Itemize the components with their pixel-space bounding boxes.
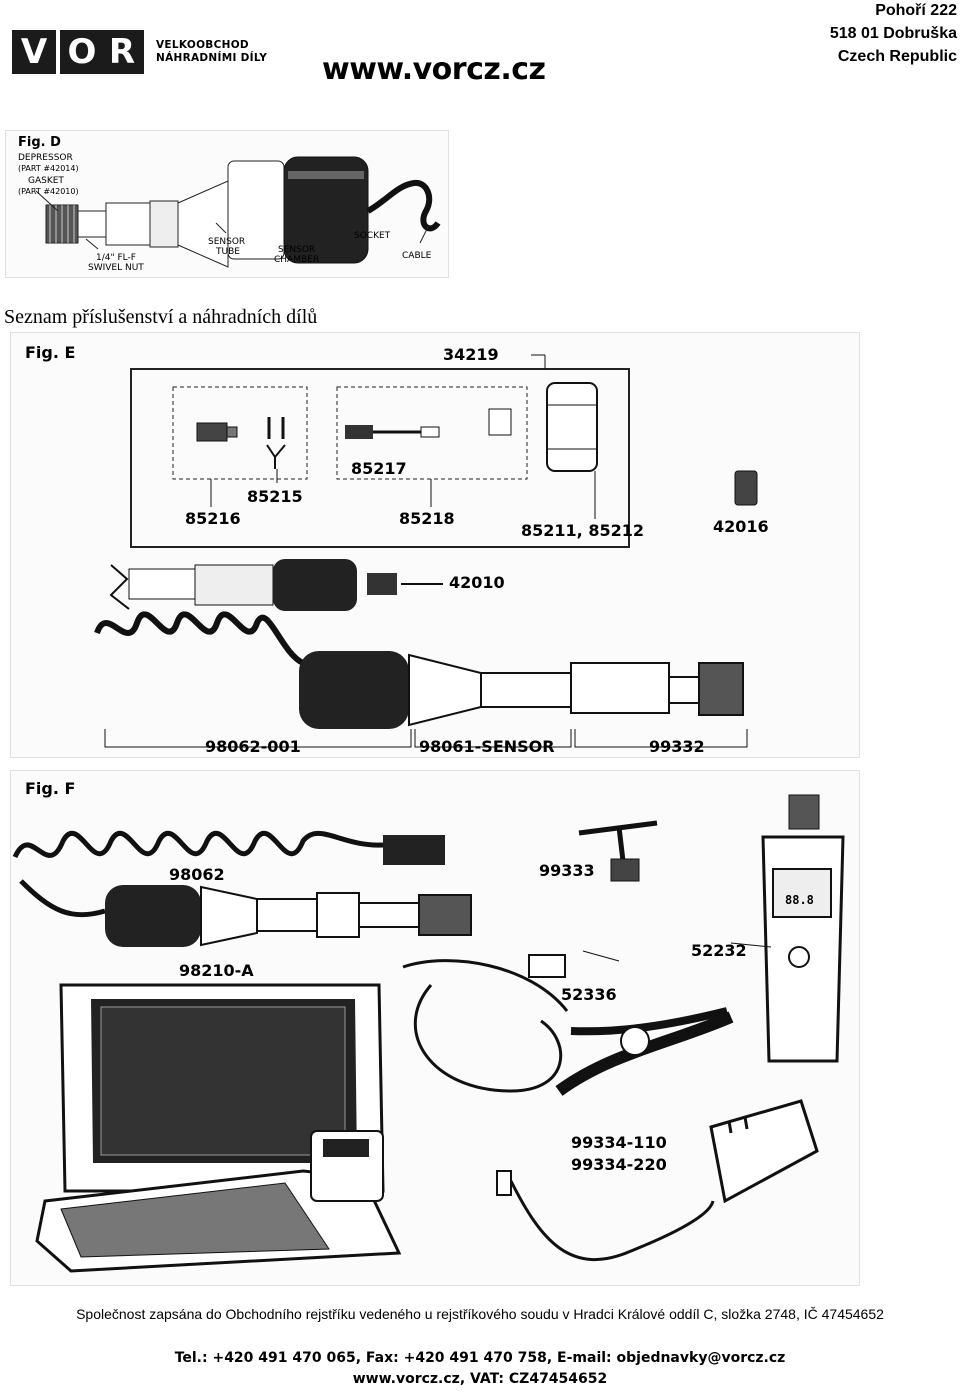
label-swivel-2: SWIVEL NUT <box>88 263 144 273</box>
fig-f-label: Fig. F <box>25 779 76 798</box>
part-52232: 52232 <box>691 941 747 960</box>
part-98210-a: 98210-A <box>179 961 254 980</box>
footer-web-vat: www.vorcz.cz, VAT: CZ47454652 <box>352 1371 608 1387</box>
fig-e-parts-drawing <box>94 354 758 748</box>
part-99334-220: 99334-220 <box>571 1155 667 1174</box>
label-swivel-1: 1/4" FL-F <box>96 253 136 263</box>
label-depressor: DEPRESSOR <box>18 153 73 163</box>
label-sensor-tube-1: SENSOR <box>208 237 246 247</box>
label-socket: SOCKET <box>354 231 391 241</box>
label-depressor-part: (PART #42014) <box>18 164 79 173</box>
fig-f-panel: Fig. F 98062 99333 98210-A 52232 52336 9… <box>10 770 860 1286</box>
part-98062: 98062 <box>169 865 225 884</box>
label-gasket-part: (PART #42010) <box>18 187 79 196</box>
part-99332: 99332 <box>649 737 705 756</box>
fig-f-parts-drawing <box>12 794 845 1273</box>
part-99334-110: 99334-110 <box>571 1133 667 1152</box>
part-42016: 42016 <box>713 517 769 536</box>
label-cable: CABLE <box>402 251 432 261</box>
logo-letter-r: R <box>100 30 144 74</box>
logo-tagline-2: NÁHRADNÍMI DÍLY <box>156 52 268 64</box>
part-85216: 85216 <box>185 509 241 528</box>
part-52336: 52336 <box>561 985 617 1004</box>
fig-d-panel: Fig. D DEPRESSOR (PART #42014) GASKET (P… <box>5 130 449 278</box>
logo-letter-v: V <box>12 30 56 74</box>
logo-tagline-1: VELKOOBCHOD <box>156 39 249 51</box>
label-sensor-tube-2: TUBE <box>216 247 240 257</box>
address-street: Pohoří 222 <box>875 2 957 19</box>
footer-contact: Tel.: +420 491 470 065, Fax: +420 491 47… <box>174 1350 786 1366</box>
part-85217: 85217 <box>351 459 407 478</box>
fig-e-panel: Fig. E 34219 85216 85215 85217 85218 852… <box>10 332 860 758</box>
fig-d-label: Fig. D <box>18 135 61 150</box>
meter-display: 88.8 <box>785 893 814 907</box>
label-sensor-chamber-1: SENSOR <box>278 245 316 255</box>
part-98061-sensor: 98061-SENSOR <box>419 737 555 756</box>
part-85211-85212: 85211, 85212 <box>521 521 644 540</box>
logo-letter-o: O <box>60 30 104 74</box>
footer-registration: Společnost zapsána do Obchodního rejstří… <box>76 1306 884 1322</box>
header-website-link[interactable]: www.vorcz.cz <box>322 52 546 87</box>
part-42010: 42010 <box>449 573 505 592</box>
label-sensor-chamber-2: CHAMBER <box>274 255 320 265</box>
section-title: Seznam příslušenství a náhradních dílů <box>4 306 318 328</box>
part-99333: 99333 <box>539 861 595 880</box>
part-85215: 85215 <box>247 487 303 506</box>
address-city: 518 01 Dobruška <box>829 25 957 42</box>
part-34219: 34219 <box>443 345 499 364</box>
part-98062-001: 98062-001 <box>205 737 301 756</box>
part-85218: 85218 <box>399 509 455 528</box>
address-country: Czech Republic <box>837 48 957 65</box>
fig-e-label: Fig. E <box>25 343 76 362</box>
label-gasket: GASKET <box>28 176 64 186</box>
fig-d-sensor-drawing <box>35 156 441 268</box>
